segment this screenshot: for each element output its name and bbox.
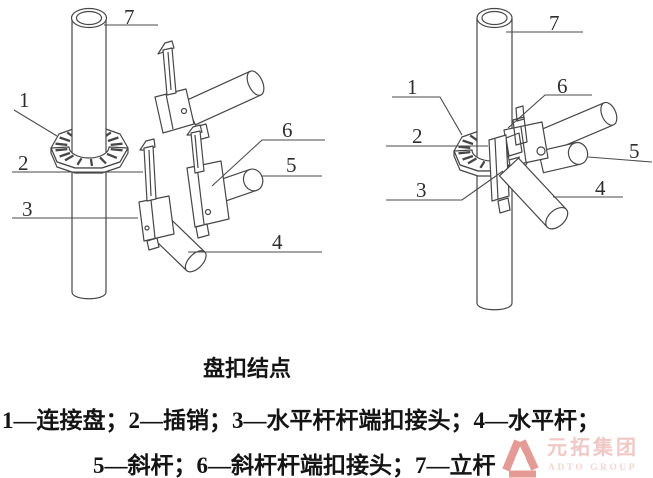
part-label-3: 3 [416, 178, 427, 202]
leader-lines-exploded [12, 24, 325, 253]
legend-line-1: 1—连接盘；2—插销；3—水平杆杆端扣接头；4—水平杆； [2, 408, 600, 433]
standing-pipe [70, 7, 108, 300]
part-label-1: 1 [19, 88, 30, 112]
part-label-4: 4 [595, 176, 606, 200]
part-label-5: 5 [629, 139, 640, 163]
wedge-pin-green [512, 116, 528, 146]
leader-lines-assembled [386, 31, 653, 201]
part-label-1: 1 [407, 75, 418, 99]
rod-end-clamp [154, 88, 195, 134]
part-label-7: 7 [124, 5, 135, 29]
part-label-2: 2 [412, 124, 423, 148]
diagonal-rod-assembly [186, 124, 264, 239]
wedge-pin-green-dark [505, 132, 523, 157]
joint-clamps [488, 105, 549, 214]
horizontal-rod [498, 157, 569, 230]
rod-end-clamp [138, 195, 175, 242]
assembled-view-diagram: 7 1 2 3 6 5 4 [386, 7, 653, 311]
legend-line-2: 5—斜杆；6—斜杆杆端扣接头；7—立杆 [93, 453, 496, 478]
exploded-view-diagram: 7 1 2 3 6 5 4 [12, 5, 325, 300]
part-label-3: 3 [22, 197, 33, 221]
watermark-brand-text: 元拓集团 [547, 435, 639, 459]
adto-logo-icon [502, 439, 539, 478]
part-label-6: 6 [282, 118, 293, 142]
part-label-6: 6 [557, 74, 568, 98]
part-label-5: 5 [286, 153, 297, 177]
part-label-7: 7 [549, 11, 560, 35]
watermark-brand-en-text: ADTO GROUP [548, 463, 637, 473]
diagonal-rod-end [537, 141, 589, 174]
part-label-2: 2 [18, 151, 29, 175]
upper-rod-assembly [154, 40, 265, 141]
watermark: 元拓集团 ADTO GROUP [502, 435, 639, 478]
rod-end-clamp [488, 134, 510, 202]
rod-end-clamp [186, 160, 230, 228]
figure-caption: 盘扣结点 [203, 356, 292, 381]
part-label-4: 4 [272, 230, 283, 254]
middle-rod-assembly [138, 138, 207, 273]
joint-diagrams: 7 1 2 3 6 5 4 [12, 5, 653, 311]
